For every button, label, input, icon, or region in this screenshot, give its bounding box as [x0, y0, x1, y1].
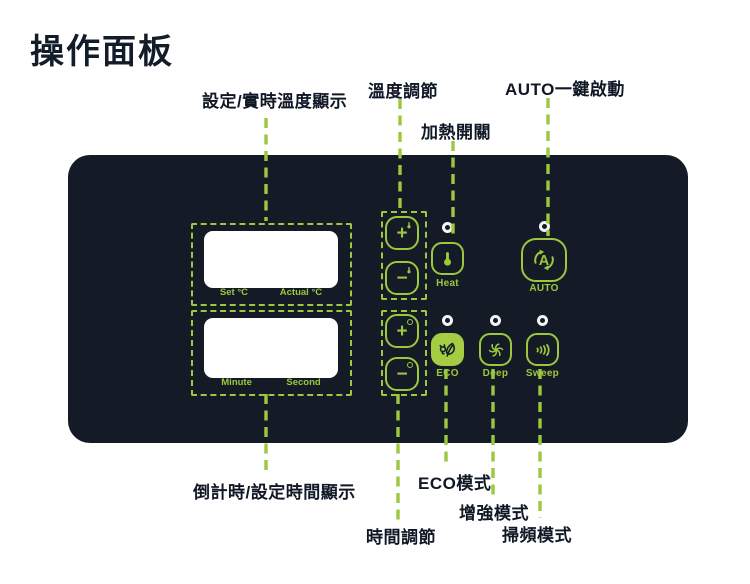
mini-thermometer-icon	[405, 221, 413, 229]
sweep-button[interactable]	[526, 333, 559, 366]
time-buttons-highlight-box	[381, 310, 427, 396]
mini-clock-icon	[407, 362, 413, 368]
sweep-indicator-led	[537, 315, 548, 326]
deep-indicator-led	[490, 315, 501, 326]
sweep-button-label: Sweep	[525, 368, 560, 379]
callout-boost-mode: 增強模式	[459, 504, 529, 523]
heat-button-label: Heat	[436, 278, 459, 289]
temp-buttons-highlight-box	[381, 211, 427, 300]
deep-button-label: Deep	[482, 368, 509, 379]
time-screen-labels: Minute Second	[204, 376, 338, 388]
sweep-waves-icon	[533, 340, 553, 360]
set-temp-label: Set °C	[219, 286, 248, 298]
callout-temp-adjust: 溫度調節	[368, 82, 438, 101]
second-label: Second	[286, 376, 321, 388]
time-display-screen	[204, 318, 338, 378]
fan-icon	[486, 340, 506, 360]
time-plus-button[interactable]: +	[385, 314, 419, 348]
auto-button-label: AUTO	[529, 283, 559, 294]
control-panel: Set °C Actual °C Minute Second + − +	[68, 155, 688, 443]
callout-heat-switch: 加熱開關	[421, 123, 491, 142]
mini-thermometer-icon	[405, 266, 413, 274]
temp-screen-labels: Set °C Actual °C	[204, 286, 338, 298]
callout-auto-start: AUTO一鍵啟動	[505, 80, 625, 99]
deep-button[interactable]	[479, 333, 512, 366]
time-minus-button[interactable]: −	[385, 357, 419, 391]
callout-time-adjust: 時間調節	[366, 528, 436, 547]
eco-button[interactable]	[431, 333, 464, 366]
actual-temp-label: Actual °C	[279, 286, 323, 298]
auto-cycle-icon: A	[529, 245, 559, 275]
page-title: 操作面板	[30, 33, 174, 71]
svg-text:A: A	[539, 253, 550, 269]
heat-indicator-led	[442, 222, 453, 233]
auto-indicator-led	[539, 221, 550, 232]
temperature-display-screen	[204, 231, 338, 288]
time-display-highlight-box	[191, 310, 352, 396]
heat-button[interactable]	[431, 242, 464, 275]
temp-display-highlight-box	[191, 223, 352, 306]
temp-minus-button[interactable]: −	[385, 261, 419, 295]
auto-button[interactable]: A	[521, 238, 567, 282]
temp-plus-button[interactable]: +	[385, 216, 419, 250]
callout-eco-mode: ECO模式	[418, 474, 492, 493]
mini-clock-icon	[407, 319, 413, 325]
eco-leaf-plug-icon	[437, 339, 458, 360]
callout-temp-display: 設定/實時溫度顯示	[202, 92, 348, 111]
eco-indicator-led	[442, 315, 453, 326]
callout-sweep-mode: 掃頻模式	[502, 526, 572, 545]
callout-time-display: 倒計時/設定時間顯示	[193, 483, 356, 502]
eco-button-label: ECO	[436, 368, 459, 379]
minute-label: Minute	[221, 376, 252, 388]
thermometer-icon	[439, 250, 456, 267]
